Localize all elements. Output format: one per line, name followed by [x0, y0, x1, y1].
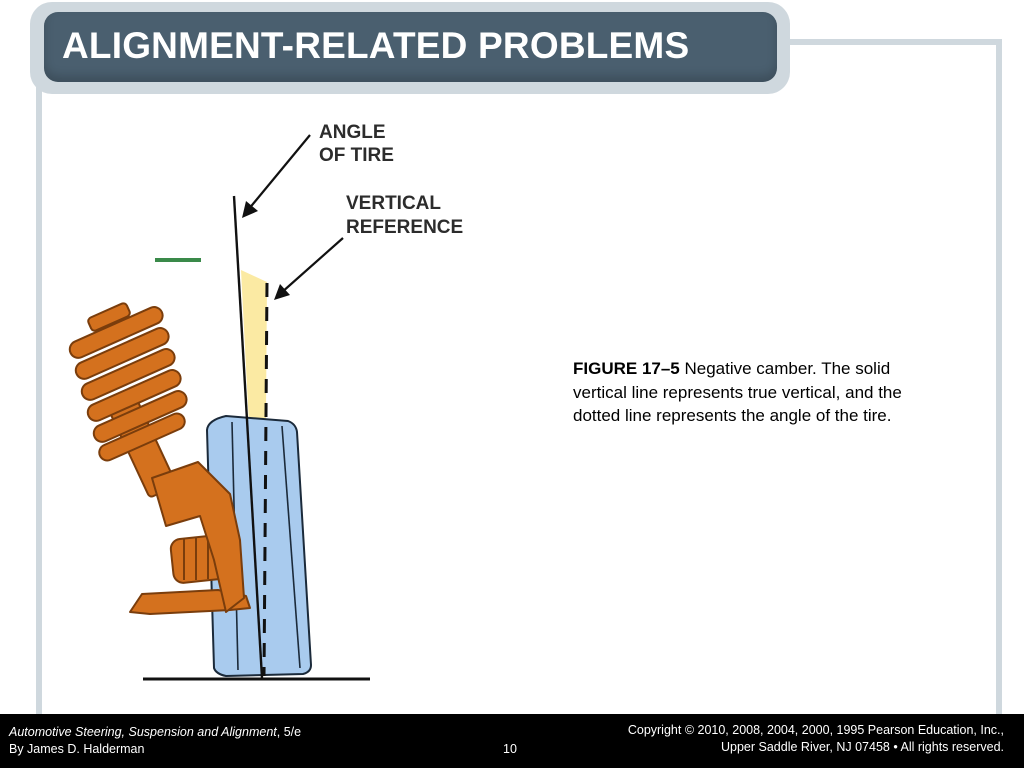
vertical-reference-label-line1: VERTICAL: [346, 193, 441, 214]
negative-camber-illustration: ANGLE OF TIRE VERTICAL REFERENCE: [68, 122, 463, 681]
strut-mount: [87, 302, 131, 332]
tire-angle-dashed-line: [262, 282, 269, 677]
copyright-line2: Upper Saddle River, NJ 07458 • All right…: [721, 740, 1004, 754]
figure-caption: FIGURE 17–5 Negative camber. The solid v…: [573, 357, 945, 428]
footer-bar: Automotive Steering, Suspension and Alig…: [0, 714, 1024, 768]
book-title: Automotive Steering, Suspension and Alig…: [9, 725, 277, 739]
angle-of-tire-label-line2: OF TIRE: [319, 145, 394, 166]
steering-knuckle: [151, 461, 245, 613]
suspension-assembly: [68, 302, 251, 615]
lower-control-arm: [129, 589, 251, 615]
book-edition: , 5/e: [276, 725, 302, 739]
title-banner: [44, 12, 777, 82]
figure-number: FIGURE 17–5: [573, 359, 680, 378]
slide-title: ALIGNMENT-RELATED PROBLEMS: [62, 25, 690, 66]
page-number: 10: [503, 742, 517, 756]
angle-of-tire-arrow: [242, 134, 311, 218]
coil-spring: [68, 306, 188, 462]
vertical-reference-arrow: [274, 237, 344, 300]
copyright-line1: Copyright © 2010, 2008, 2004, 2000, 1995…: [627, 723, 1004, 737]
footer-copyright: Copyright © 2010, 2008, 2004, 2000, 1995…: [628, 722, 1004, 756]
book-author: By James D. Halderman: [9, 742, 145, 756]
angle-of-tire-label-line1: ANGLE: [319, 122, 386, 143]
caption-text: Negative camber. The solid vertical line…: [573, 359, 902, 425]
footer-book-info: Automotive Steering, Suspension and Alig…: [9, 724, 301, 758]
vertical-reference-line: [232, 195, 264, 679]
green-mark: [155, 258, 201, 262]
vertical-reference-label-line2: REFERENCE: [346, 217, 463, 238]
